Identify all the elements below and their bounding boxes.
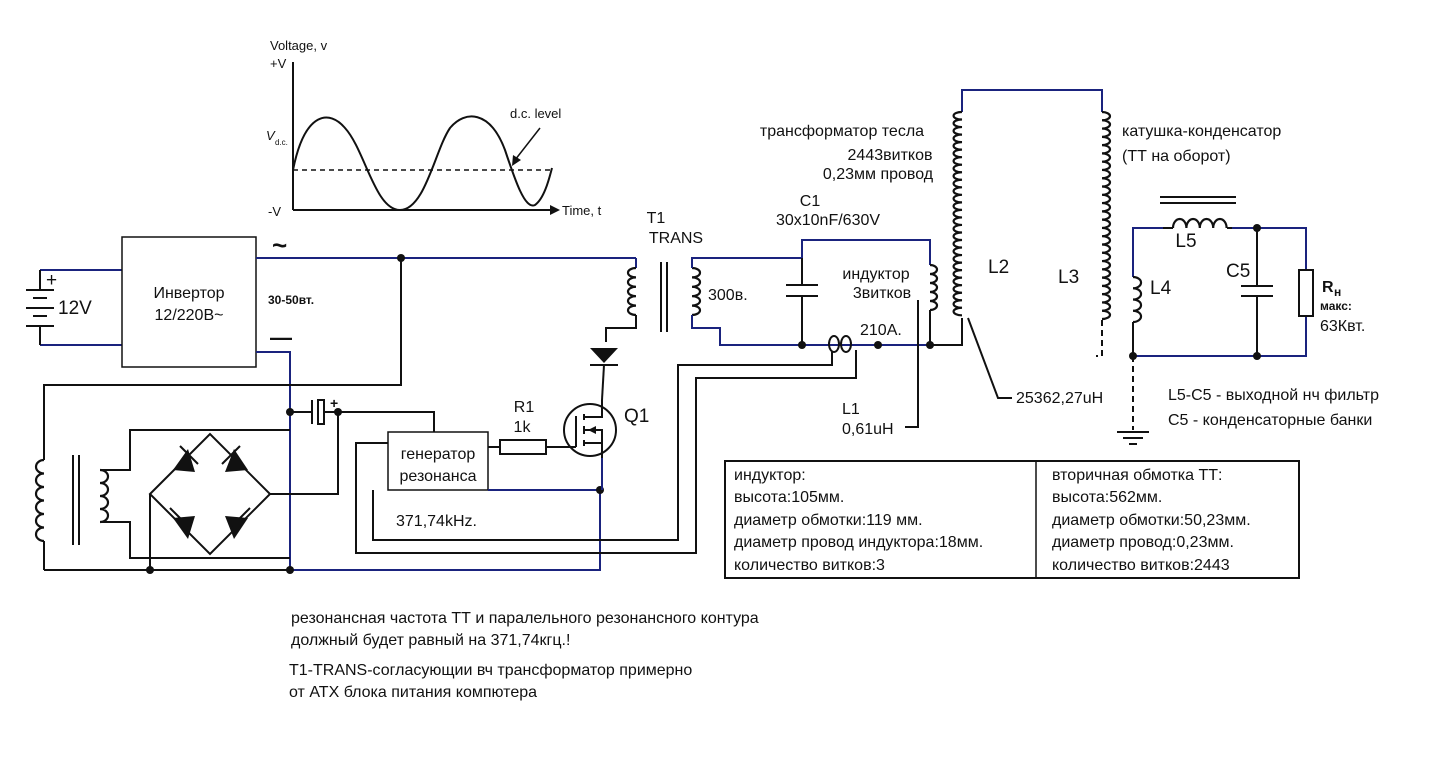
filter-note-1: L5-C5 - выходной нч фильтр: [1168, 387, 1379, 404]
inductor-turns: 3витков: [853, 285, 911, 302]
table-right-row-2: диаметр обмотки:50,23мм.: [1052, 512, 1251, 529]
inverter-power: 30-50вт.: [268, 293, 314, 307]
q1-name: Q1: [624, 406, 649, 427]
r1-name: R1: [514, 399, 535, 416]
l1-current-sensor: L1 0,61uH: [355, 300, 919, 554]
resonance-generator: генератор резонанса 371,74kHz.: [387, 431, 489, 530]
notes: резонансная частота ТТ и паралельного ре…: [289, 610, 759, 701]
table-left-row-4: количество витков:3: [734, 557, 885, 574]
tesla-wire: 0,23мм провод: [823, 166, 934, 183]
bridge-rectifier: [148, 412, 339, 570]
battery-plus: +: [46, 270, 57, 291]
note-line-2: должный будет равный на 371,74кгц.!: [291, 632, 570, 649]
load-resistor: [1298, 269, 1314, 317]
ac-symbol: ~: [272, 230, 287, 260]
minus-v-label: -V: [268, 204, 281, 219]
table-left-row-0: индуктор:: [734, 467, 806, 484]
spec-table: индуктор: высота:105мм. диаметр обмотки:…: [724, 460, 1300, 579]
diode-d2: [225, 449, 248, 472]
t1-transformer: T1 TRANS 300в.: [626, 210, 748, 332]
t1-voltage: 300в.: [708, 287, 748, 304]
voltage-axis-label: Voltage, v: [270, 38, 328, 53]
rn-sub: н: [1334, 285, 1341, 299]
diode-d4: [225, 516, 248, 539]
table-right-row-0: вторичная обмотка ТТ:: [1052, 467, 1222, 484]
l3-subtitle: (ТТ на оборот): [1122, 148, 1231, 165]
l2-name: L2: [988, 257, 1009, 278]
generator-line2: резонанса: [400, 468, 477, 485]
table-left-row-1: высота:105мм.: [734, 489, 844, 506]
l3-title: катушка-конденсатор: [1122, 123, 1281, 140]
inverter-block: Инвертор 12/220В~ 30-50вт. ~ —: [121, 230, 314, 368]
rn-name: R: [1322, 279, 1334, 296]
filter-capacitor: +: [286, 395, 342, 425]
tesla-secondary-l2: трансформатор тесла 2443витков 0,23мм пр…: [760, 89, 1103, 407]
flyback-diode: [590, 348, 618, 366]
l5-name: L5: [1175, 231, 1196, 252]
table-right-row-4: количество витков:2443: [1052, 557, 1230, 574]
battery-12v: + 12V: [26, 269, 122, 346]
dc-level-label: d.c. level: [510, 106, 561, 121]
minus-symbol: —: [270, 325, 292, 350]
inverter-name: Инвертор: [153, 285, 224, 302]
sine-wave: [292, 115, 553, 212]
inductor-label: индуктор: [842, 266, 909, 283]
l3-name: L3: [1058, 267, 1079, 288]
r1-resistor: R1 1k: [499, 399, 547, 455]
vdc-subscript: d.c.: [275, 138, 288, 147]
l5-coil: [1171, 217, 1228, 229]
output-filter: L5 L4 C5 R н макс: 63Квт. L5-C5 - выходн…: [1117, 196, 1379, 445]
c1-value: 30x10nF/630V: [776, 212, 880, 229]
l1-name: L1: [842, 401, 860, 418]
c1-name: C1: [800, 193, 821, 210]
t1-type: TRANS: [649, 230, 703, 247]
tesla-turns: 2443витков: [848, 147, 933, 164]
l4-name: L4: [1150, 278, 1172, 299]
diode-d3: [173, 516, 195, 539]
c1-capacitor: C1 30x10nF/630V: [776, 193, 880, 345]
t1-name: T1: [647, 210, 666, 227]
generator-line1: генератор: [401, 446, 476, 463]
plus-v-label: +V: [270, 56, 287, 71]
vdc-label: V: [266, 128, 276, 143]
inductor-current: 210A.: [860, 322, 902, 339]
note-line-1: резонансная частота ТТ и паралельного ре…: [291, 610, 759, 627]
l2-value: 25362,27uH: [1016, 390, 1103, 407]
cap-plus: +: [330, 395, 338, 411]
waveform-graph: Voltage, v +V -V V d.c. d.c. level Time,…: [266, 38, 602, 219]
r1-value: 1k: [514, 419, 532, 436]
battery-voltage: 12V: [58, 298, 92, 319]
generator-frequency: 371,74kHz.: [396, 513, 477, 530]
inductor-primary: индуктор 3витков 210A.: [842, 263, 939, 345]
l1-value: 0,61uH: [842, 421, 894, 438]
tesla-title: трансформатор тесла: [760, 123, 924, 140]
q1-mosfet: Q1: [563, 400, 649, 458]
note-line-3: T1-TRANS-согласующии вч трансформатор пр…: [289, 662, 692, 679]
table-right-row-1: высота:562мм.: [1052, 489, 1162, 506]
c5-name: C5: [1226, 261, 1250, 282]
table-right-row-3: диаметр провод:0,23мм.: [1052, 534, 1234, 551]
filter-note-2: C5 - конденсаторные банки: [1168, 412, 1372, 429]
rn-max: макс:: [1320, 299, 1352, 313]
coil-l3: катушка-конденсатор (ТТ на оборот) L3: [1058, 110, 1281, 357]
time-axis-label: Time, t: [562, 203, 602, 218]
table-left-row-3: диаметр провод индуктора:18мм.: [734, 534, 983, 551]
l4-coil: [1132, 275, 1143, 324]
rn-power: 63Квт.: [1320, 318, 1365, 335]
inverter-rating: 12/220В~: [155, 307, 224, 324]
mains-transformer: [34, 429, 290, 570]
table-left-row-2: диаметр обмотки:119 мм.: [734, 512, 923, 529]
note-line-4: от ATX блока питания компютера: [289, 684, 537, 701]
